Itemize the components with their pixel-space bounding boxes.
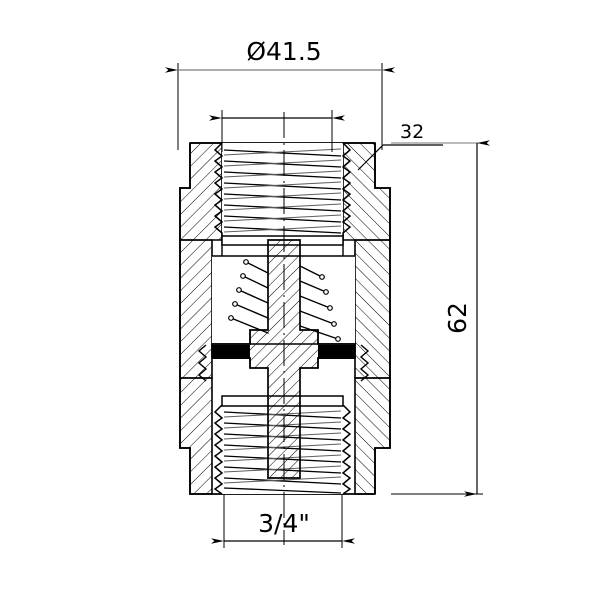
outer-diameter-dimension: Ø41.5: [165, 37, 395, 150]
joint-thread-right: [359, 344, 370, 382]
lower-thread-right-profile: [341, 404, 352, 495]
callout-leader: [357, 144, 384, 171]
upper-thread-left-profile: [213, 142, 224, 240]
upper-thread-right-profile: [341, 142, 352, 240]
upper-internal-thread: [213, 142, 352, 246]
joint-thread-left: [197, 344, 208, 382]
body-joint-thread: [197, 344, 370, 382]
seal-ring-left: [212, 345, 250, 359]
lower-thread-left-profile: [213, 404, 224, 495]
outer-diameter-label: Ø41.5: [246, 37, 321, 66]
poppet-shoulder-lines: [249, 330, 319, 368]
overall-height-dimension: 62: [391, 140, 490, 497]
inner-span-dimension: [209, 110, 345, 152]
bore-callout-label: 32: [400, 121, 424, 143]
seal-ring-right: [318, 345, 355, 359]
upper-thread-field: [222, 143, 343, 236]
overall-height-label: 62: [443, 302, 472, 334]
thread-size-dimension: 3/4": [211, 494, 355, 548]
bore-callout-dimension: 32: [357, 121, 443, 171]
body-mid-left-wall: [179, 239, 213, 379]
thread-size-label: 3/4": [258, 509, 310, 538]
body-mid-right-wall: [354, 239, 391, 379]
